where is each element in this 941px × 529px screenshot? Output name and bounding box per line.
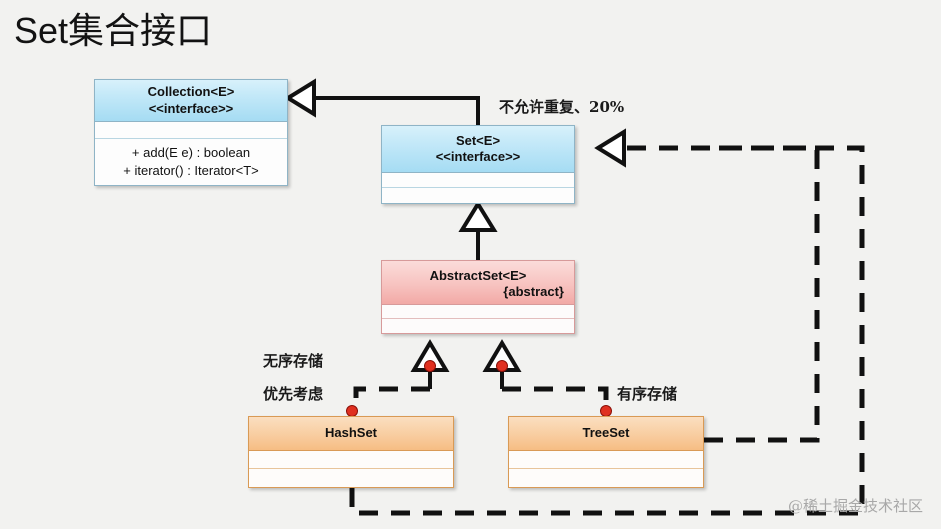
annotation-priority-consideration: 优先考虑 [263,385,324,403]
uml-class-collection-attributes [95,122,287,139]
uml-operation-add: + add(E e) : boolean [131,145,251,161]
uml-class-set-operations [382,188,574,203]
uml-class-treeset-operations [509,469,703,487]
uml-class-set-name: Set<E> [455,132,501,148]
uml-class-hashset-header: HashSet [249,417,453,451]
uml-class-collection[interactable]: Collection<E> <<interface>> + add(E e) :… [94,79,288,186]
uml-class-treeset-attributes [509,451,703,469]
annotation-unordered-storage: 无序存储 [263,352,324,370]
uml-operation-iterator: + iterator() : Iterator<T> [123,163,259,178]
uml-class-set[interactable]: Set<E> <<interface>> [381,125,575,204]
uml-class-set-stereotype: <<interface>> [435,149,521,164]
uml-class-treeset[interactable]: TreeSet [508,416,704,488]
page-title: Set集合接口 [14,10,213,51]
uml-class-abstractset-attributes [382,305,574,319]
edge-hashset-to-abstractset [346,339,450,417]
edge-abstractset-to-set [458,200,498,260]
annotation-ordered-storage: 有序存储 [617,385,678,403]
uml-class-abstractset-name: AbstractSet<E> [429,267,527,283]
uml-class-collection-header: Collection<E> <<interface>> [95,80,287,122]
uml-class-hashset-operations [249,469,453,487]
annotation-no-duplicates: 不允许重复、20% [499,98,625,116]
uml-class-set-header: Set<E> <<interface>> [382,126,574,173]
uml-class-collection-operations: + add(E e) : boolean + iterator() : Iter… [95,139,287,185]
uml-class-collection-stereotype: <<interface>> [148,100,234,116]
uml-class-abstractset-operations [382,319,574,333]
uml-class-abstractset[interactable]: AbstractSet<E> {abstract} [381,260,575,334]
uml-class-abstractset-stereotype: {abstract} [503,283,564,299]
uml-class-hashset-attributes [249,451,453,469]
uml-class-abstractset-header: AbstractSet<E> {abstract} [382,261,574,305]
edge-set-to-collection [284,78,480,125]
uml-class-treeset-header: TreeSet [509,417,703,451]
uml-class-hashset[interactable]: HashSet [248,416,454,488]
uml-class-hashset-name: HashSet [324,425,378,441]
watermark: @稀土掘金技术社区 [787,497,923,515]
uml-class-treeset-name: TreeSet [582,425,630,441]
uml-class-collection-name: Collection<E> [147,84,235,100]
uml-class-set-attributes [382,173,574,188]
edge-treeset-to-abstractset [482,339,612,417]
